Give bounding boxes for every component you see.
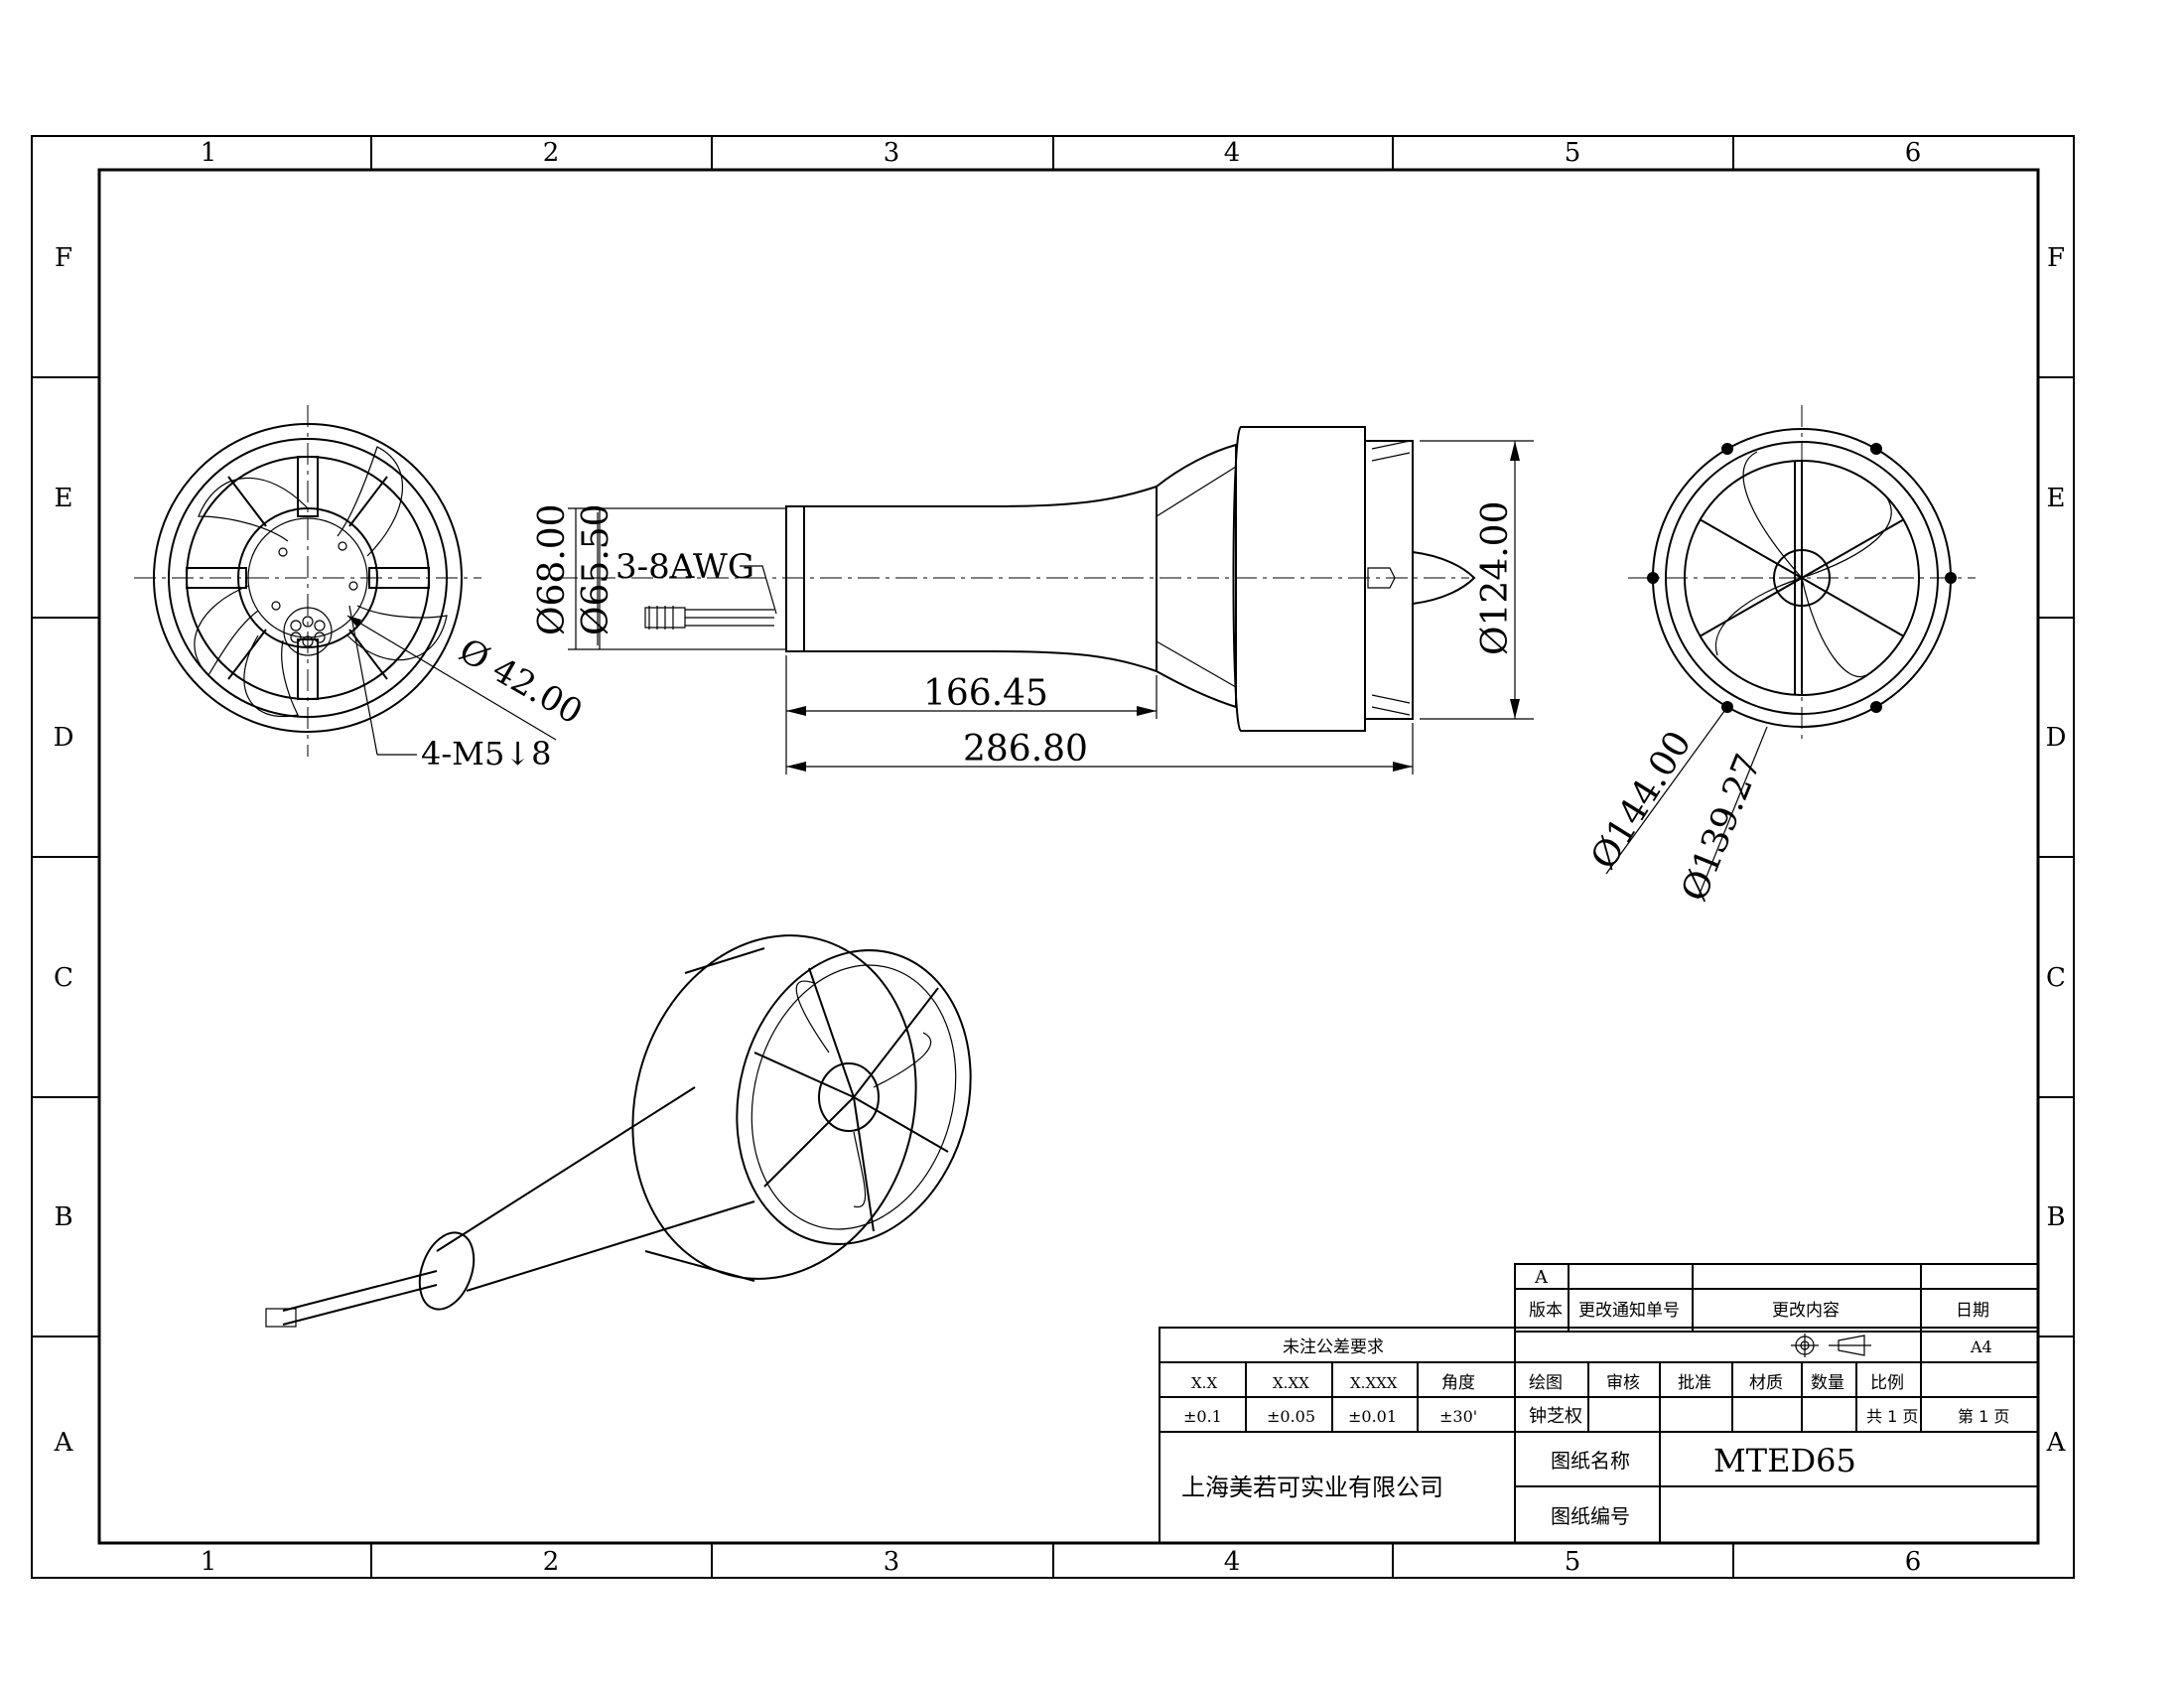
tolerance-title: 未注公差要求	[1283, 1337, 1384, 1357]
pages-total: 共 1 页	[1866, 1407, 1918, 1426]
role-scale: 比例	[1870, 1373, 1904, 1393]
row-label-left-C: C	[54, 963, 73, 993]
row-label-left-F: F	[55, 243, 72, 273]
tolerance-header-1: X.X	[1191, 1374, 1217, 1392]
tolerance-value-1: ±0.1	[1183, 1407, 1222, 1426]
role-review: 审核	[1606, 1373, 1640, 1393]
row-label-right-C: C	[2046, 963, 2066, 993]
col-label-top-2: 2	[543, 138, 560, 168]
row-label-left-B: B	[54, 1202, 72, 1232]
row-label-right-E: E	[2047, 484, 2066, 513]
tolerance-header-2: X.XX	[1273, 1374, 1309, 1392]
tolerance-value-4: ±30'	[1439, 1407, 1477, 1426]
row-label-left-E: E	[55, 484, 73, 513]
col-label-top-5: 5	[1565, 138, 1581, 168]
col-label-bottom-5: 5	[1565, 1547, 1581, 1577]
drawing-number-label: 图纸编号	[1551, 1504, 1630, 1528]
revision-value: A	[1534, 1267, 1549, 1288]
company-name: 上海美若可实业有限公司	[1181, 1474, 1443, 1501]
tolerance-header-4: 角度	[1441, 1373, 1475, 1393]
row-label-right-F: F	[2047, 243, 2065, 273]
tolerance-header-3: X.XXX	[1350, 1374, 1398, 1392]
col-label-bottom-6: 6	[1905, 1547, 1922, 1577]
length-166-label: 166.45	[923, 673, 1048, 714]
dia-65-label: Ø65.50	[576, 503, 616, 635]
drawing-name-label: 图纸名称	[1551, 1449, 1630, 1473]
revision-col-notice: 更改通知单号	[1578, 1301, 1680, 1321]
dia-139-label: Ø139.27	[1674, 749, 1769, 908]
isometric-view	[265, 934, 972, 1328]
sheet-size: A4	[1970, 1337, 1992, 1356]
role-quantity: 数量	[1811, 1373, 1844, 1393]
row-label-left-D: D	[54, 723, 74, 753]
col-label-top-6: 6	[1905, 138, 1922, 168]
projection-symbol-icon	[1791, 1334, 1871, 1357]
col-label-top-3: 3	[884, 138, 900, 168]
revision-col-version: 版本	[1529, 1301, 1563, 1321]
col-label-bottom-2: 2	[543, 1547, 560, 1577]
role-approve: 批准	[1678, 1373, 1711, 1393]
col-label-top-4: 4	[1224, 138, 1241, 168]
col-label-bottom-1: 1	[201, 1547, 217, 1577]
row-label-right-D: D	[2046, 723, 2067, 753]
drawing-frame: 1 2 3 4 5 6 1 2 3 4 5 6 F E D C B A F E …	[31, 135, 2075, 1579]
rear-view: Ø144.00 Ø139.27	[1583, 405, 1976, 907]
tolerance-value-3: ±0.01	[1348, 1407, 1397, 1426]
title-block: A 版本 更改通知单号 更改内容 日期 未注公差要求 X.X X.XX	[1159, 1263, 2039, 1544]
drawing-name-value: MTED65	[1713, 1442, 1856, 1479]
row-label-right-B: B	[2046, 1202, 2065, 1232]
side-view: Ø68.00 Ø65.50 3-8AWG 166.45 286.80 Ø124.…	[532, 426, 1534, 774]
page-current: 第 1 页	[1958, 1407, 2009, 1426]
front-diameter-label: Ø 42.00	[453, 631, 590, 733]
mounting-holes-label: 4-M5↓8	[421, 735, 551, 773]
row-label-right-A: A	[2046, 1428, 2067, 1458]
col-label-bottom-4: 4	[1224, 1547, 1241, 1577]
revision-col-content: 更改内容	[1772, 1301, 1840, 1321]
row-label-left-A: A	[54, 1428, 74, 1458]
col-label-bottom-3: 3	[884, 1547, 900, 1577]
role-draw: 绘图	[1529, 1373, 1563, 1393]
dia-68-label: Ø68.00	[532, 503, 573, 635]
length-286-label: 286.80	[963, 729, 1088, 770]
dia-144-label: Ø144.00	[1583, 724, 1700, 877]
revision-col-date: 日期	[1956, 1301, 1989, 1321]
col-label-top-1: 1	[201, 138, 217, 168]
front-view: Ø 42.00 4-M5↓8	[134, 405, 589, 773]
tolerance-value-2: ±0.05	[1267, 1407, 1315, 1426]
dia-124-label: Ø124.00	[1475, 501, 1516, 655]
role-material: 材质	[1749, 1373, 1783, 1393]
drafter-name: 钟芝权	[1529, 1406, 1582, 1427]
cable-label: 3-8AWG	[615, 547, 754, 587]
